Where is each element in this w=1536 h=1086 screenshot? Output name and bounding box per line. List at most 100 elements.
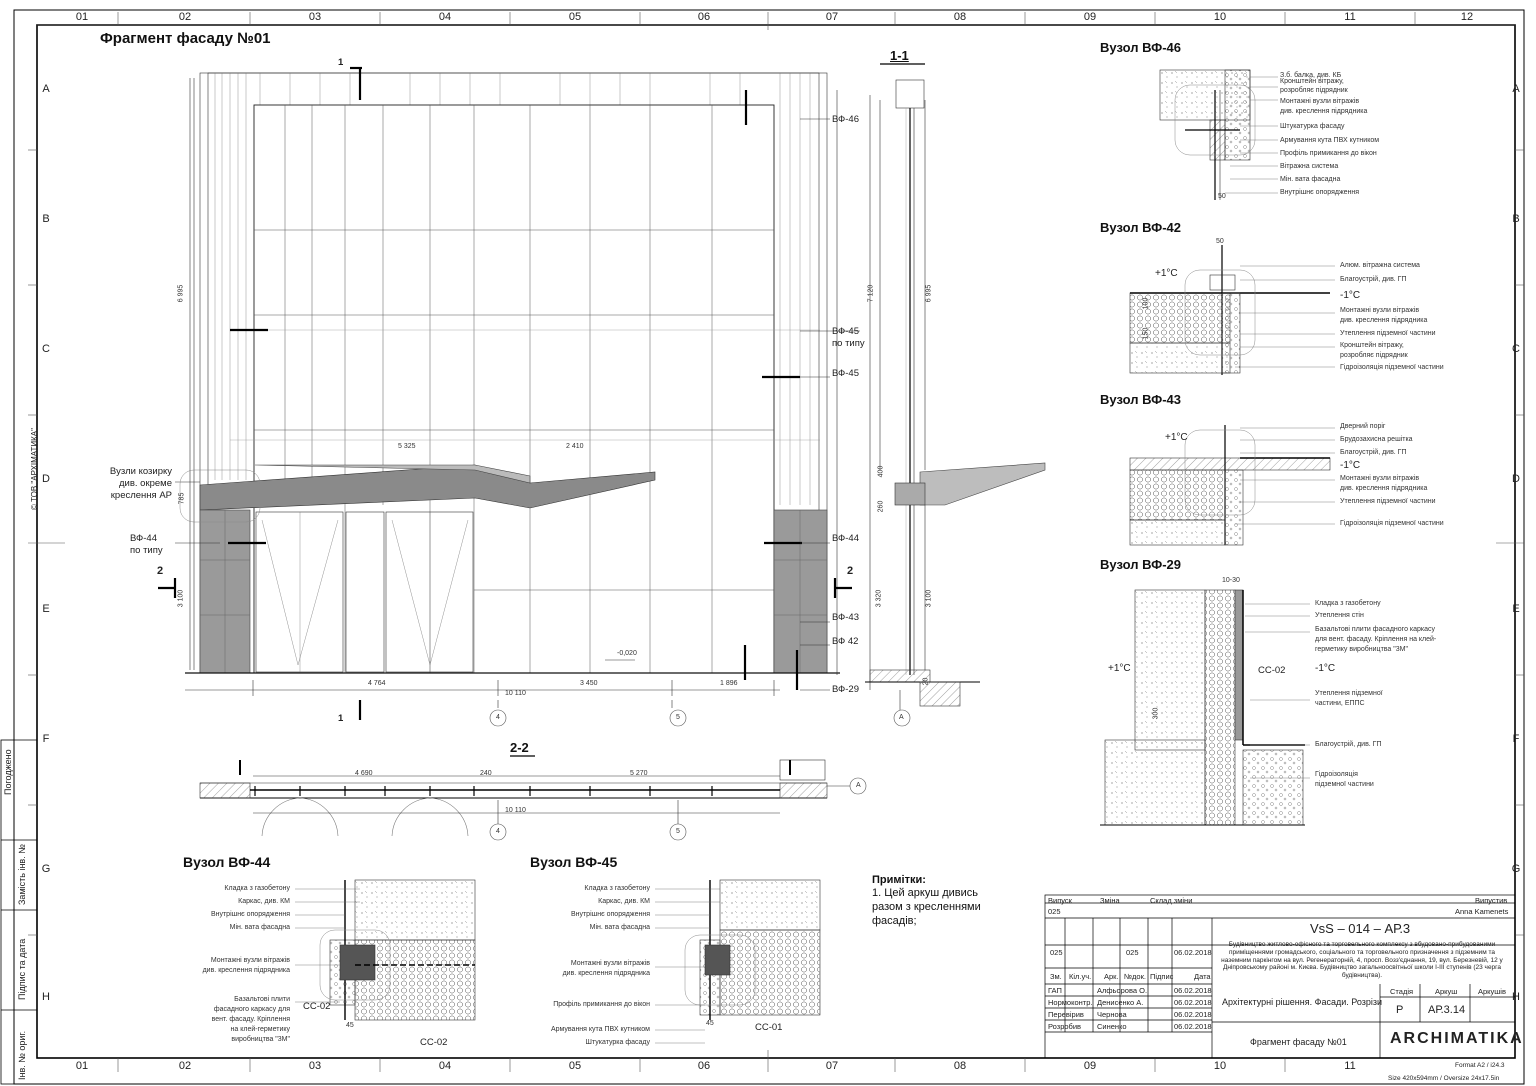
tb-date: 06.02.2018 (1174, 1022, 1212, 1031)
callout: Утеплення підземної частини (1340, 498, 1436, 505)
tb-date: 06.02.2018 (1174, 986, 1212, 995)
grid-col: 01 (75, 1060, 89, 1072)
callout: Кладка з газобетону (224, 885, 290, 892)
callout: Благоустрій, див. ГП (1340, 449, 1407, 456)
section-2-2 (199, 755, 850, 837)
node-vf43-drawing (1129, 425, 1335, 546)
label-vf44-left: ВФ-44 (130, 533, 157, 544)
tb-rev: 025 (1126, 948, 1139, 957)
callout: Базальтові плити фасадного каркасу (1315, 626, 1436, 633)
grid-row: C (1512, 343, 1520, 355)
callout: Каркас, див. КМ (598, 898, 650, 905)
dim: 50 (1218, 193, 1226, 200)
callout: Монтажні вузли вітражів (1280, 98, 1360, 105)
temp-inside: +1°С (1165, 432, 1188, 443)
callout: розробляє підрядник (1280, 87, 1348, 94)
grid-row: H (42, 991, 50, 1003)
tb-name: Синенко (1097, 1022, 1127, 1031)
tb-col: Дата (1194, 972, 1211, 981)
callout: Благоустрій, див. ГП (1340, 276, 1407, 283)
temp-outside: -1°С (1315, 663, 1336, 674)
grid-col: 10 (1213, 1060, 1227, 1072)
grid-col: 08 (953, 1060, 967, 1072)
temp-inside: +1°С (1155, 268, 1178, 279)
tag-cc01: СС-01 (755, 1022, 783, 1033)
grid-col: 05 (568, 1060, 582, 1072)
callout: Мін. вата фасадна (229, 924, 290, 931)
tb-name: Денисенко А. (1097, 998, 1144, 1007)
callout: Внутрішнє опорядження (210, 911, 290, 918)
node-vf44-drawing (295, 879, 476, 1021)
callout: для вент. фасаду. Кріплення на клей- (1315, 636, 1437, 643)
dim: 5 325 (398, 443, 416, 450)
node-vf46-title: Вузол ВФ-46 (1100, 40, 1182, 55)
grid-col: 03 (308, 1060, 322, 1072)
axis-5: 5 (676, 714, 680, 721)
callout: розробляє підрядник (1340, 352, 1408, 359)
section-22-title: 2-2 (510, 740, 529, 755)
label-vf45: ВФ-45 (832, 326, 859, 337)
axis-a: A (899, 714, 904, 721)
callout: Штукатурка фасаду (1280, 123, 1345, 130)
grid-row: D (42, 473, 50, 485)
dim: 785 (178, 492, 186, 505)
level-mark: -0,020 (617, 650, 637, 657)
tb-date: 06.02.2018 (1174, 1010, 1212, 1019)
grid-col: 05 (568, 11, 582, 23)
title-block-grid (1044, 894, 1516, 1059)
dim: 4 764 (368, 680, 386, 687)
callout: Гідроізоляція підземної частини (1340, 364, 1444, 371)
tb-sheet-title: Фрагмент фасаду №01 (1250, 1037, 1347, 1047)
tb-description: Будівництво житлово-офісного та торговел… (1221, 941, 1503, 980)
callout: Благоустрій, див. ГП (1315, 741, 1382, 748)
callout: Монтажні вузли вітражів (1340, 307, 1420, 314)
canopy-note: див. окреме (119, 478, 172, 489)
canopy-note: креслення АР (110, 490, 172, 501)
section-11-title: 1-1 (890, 48, 909, 63)
grid-col: 06 (697, 11, 711, 23)
cut-mark: 2 (157, 565, 164, 577)
callout: Монтажні вузли вітражів (570, 960, 650, 967)
tb-sheet-hdr: Аркуш (1435, 987, 1458, 996)
dim: 20 (922, 677, 930, 686)
dim: 10 110 (505, 690, 526, 697)
label-po-typu: по типу (832, 338, 865, 349)
copyright: © ТОВ "АРХІМАТИКА" (30, 428, 39, 510)
callout: Кладка з газобетону (1315, 600, 1381, 607)
stamp-inv-orig: Інв. № ориг. (17, 1030, 27, 1080)
facade-elevation (185, 72, 840, 708)
callout: Внутрішнє опорядження (570, 911, 650, 918)
callout: Монтажні вузли вітражів (210, 957, 290, 964)
callout: Монтажні вузли вітражів (1340, 475, 1420, 482)
grid-row: G (41, 863, 51, 875)
callout: Кладка з газобетону (584, 885, 650, 892)
notes-line: 1. Цей аркуш дивись (872, 887, 979, 899)
label-vf46: ВФ-46 (832, 114, 859, 125)
node-vf42-drawing (1129, 245, 1335, 375)
node-vf45-drawing (655, 879, 821, 1044)
notes-title: Примітки: (872, 874, 926, 886)
tb-date: 06.02.2018 (1174, 998, 1212, 1007)
grid-row: C (42, 343, 50, 355)
node-vf46-drawing (1159, 69, 1278, 200)
callout: вент. фасаду. Кріплення (211, 1016, 290, 1023)
tb-size: Size 420x594mm / Oversize 24x17.5in (1388, 1075, 1500, 1082)
tb-role: Перевірив (1048, 1010, 1084, 1019)
tb-col: №док. (1124, 972, 1146, 981)
tb-issued-by: Anna Kamenets (1455, 907, 1509, 916)
node-vf45-title: Вузол ВФ-45 (530, 854, 618, 870)
axis-4: 4 (496, 828, 500, 835)
tb-role: Нормоконтр. (1048, 998, 1093, 1007)
label-vf44: ВФ-44 (832, 533, 859, 544)
grid-col: 06 (697, 1060, 711, 1072)
grid-row: E (42, 603, 50, 615)
callout: Профіль примикання до вікон (1280, 150, 1377, 157)
callout: див. креслення підрядника (1280, 108, 1368, 115)
tb-col: Кіл.уч. (1069, 972, 1092, 981)
stamp-replacement-inv: Замість інв. № (17, 844, 27, 905)
callout: Кронштейн вітражу, (1280, 78, 1344, 85)
grid-col: 07 (825, 1060, 839, 1072)
dim: 2 410 (566, 443, 584, 450)
tag-cc02: СС-02 (1258, 665, 1286, 676)
axis-a: A (856, 782, 861, 789)
